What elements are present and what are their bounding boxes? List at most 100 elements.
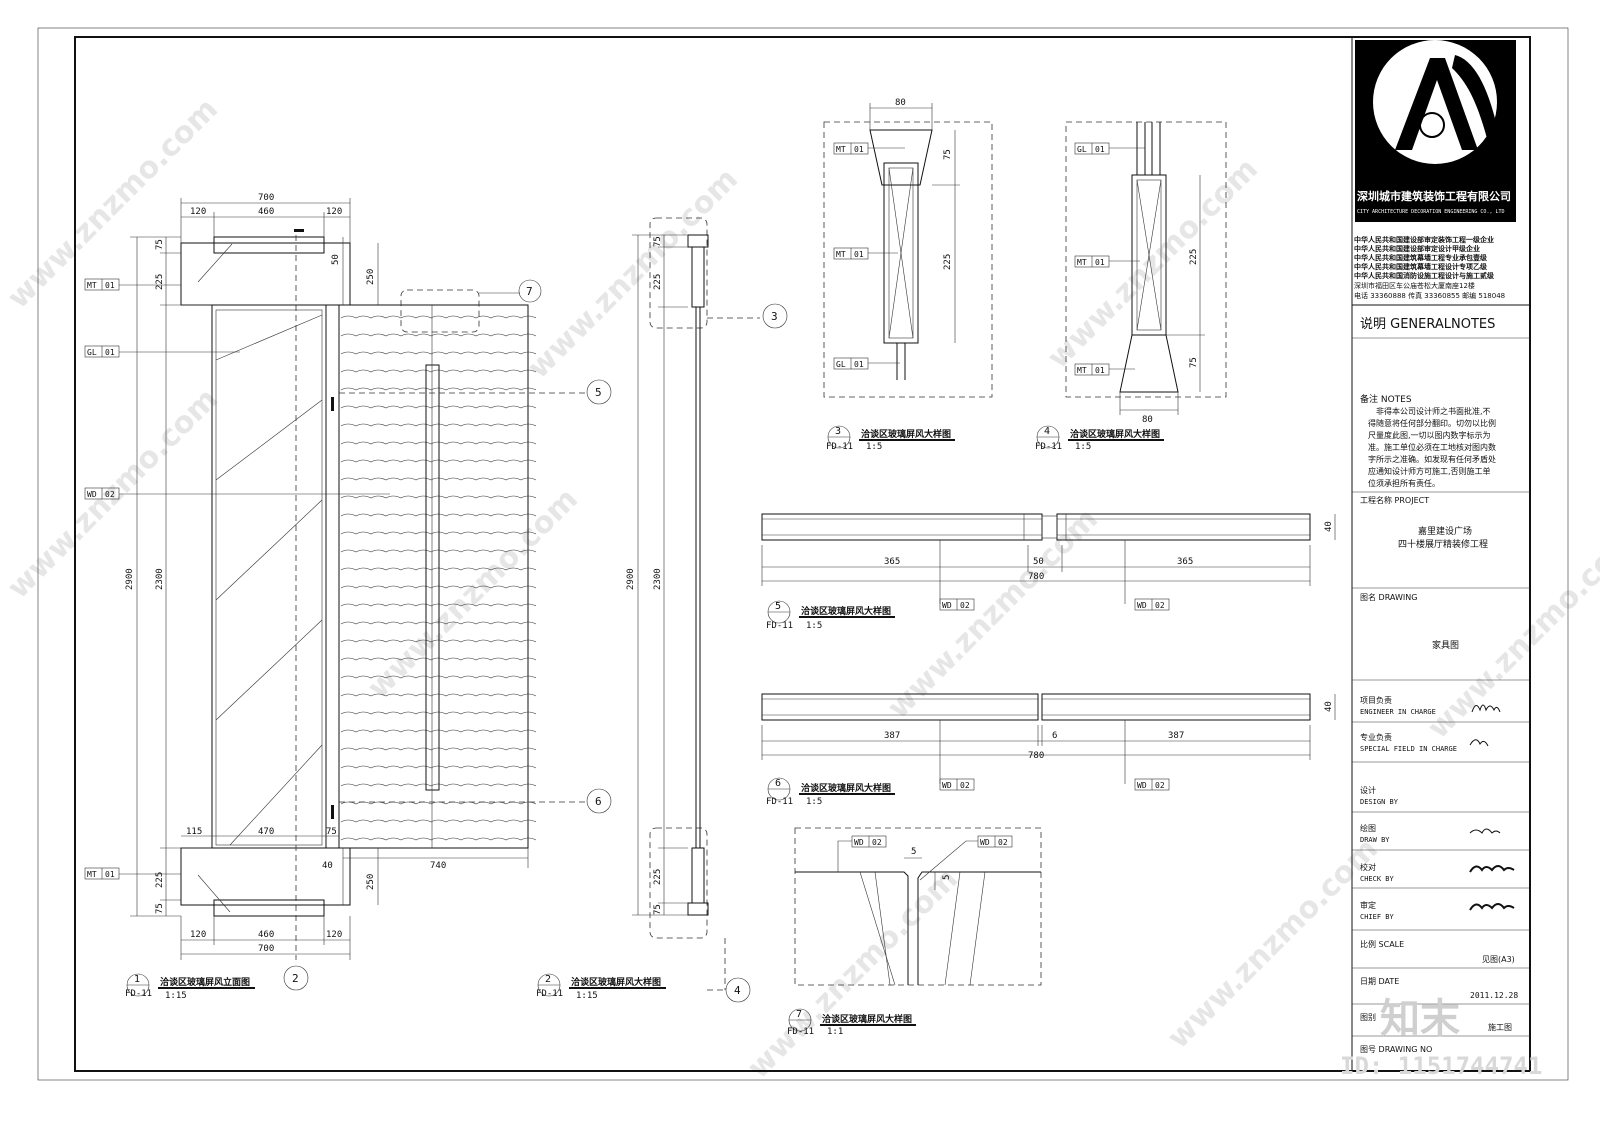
svg-text:2: 2 xyxy=(292,972,299,985)
dim-label: 365 xyxy=(1177,557,1193,567)
dim-label: 225 xyxy=(653,869,663,885)
svg-text:6: 6 xyxy=(775,778,781,789)
dim-label: 225 xyxy=(155,274,165,290)
bottom-cap xyxy=(213,899,325,917)
wood-grain-line xyxy=(340,567,537,571)
svg-text:7: 7 xyxy=(796,1009,802,1020)
svg-text:MT: MT xyxy=(1077,366,1087,375)
axis-mark xyxy=(294,229,304,232)
svg-text:FD-11: FD-11 xyxy=(826,442,853,452)
watermark-text: www.znzmo.com xyxy=(521,162,745,386)
dim-label: 6 xyxy=(1052,731,1057,741)
svg-text:设计: 设计 xyxy=(1360,785,1376,795)
svg-text:图名 DRAWING: 图名 DRAWING xyxy=(1360,592,1417,602)
callout-3 xyxy=(762,303,788,329)
svg-text:FD-11: FD-11 xyxy=(536,989,563,999)
svg-text:DRAW BY: DRAW BY xyxy=(1360,836,1390,844)
company-name: 深圳城市建筑装饰工程有限公司 xyxy=(1357,189,1511,203)
svg-text:工程名称 PROJECT: 工程名称 PROJECT xyxy=(1360,495,1429,505)
dim-label: 50 xyxy=(331,254,341,265)
wood-grain xyxy=(340,315,537,841)
svg-text:01: 01 xyxy=(1095,366,1105,375)
svg-text:1: 1 xyxy=(134,974,140,985)
dim-label: 740 xyxy=(430,861,446,871)
svg-text:4: 4 xyxy=(734,984,741,997)
svg-text:中华人民共和国消防设施工程设计与施工贰级: 中华人民共和国消防设施工程设计与施工贰级 xyxy=(1354,271,1495,280)
view-7-detail: 5 5 WD 02 WD 02 7 FD-11 1:1 洽谈区玻璃屏风大样图 xyxy=(787,827,1042,1037)
view-title-3: 3 FD-11 1:5 洽谈区玻璃屏风大样图 xyxy=(826,425,955,452)
svg-text:2: 2 xyxy=(545,974,551,985)
dims-view-2: 2900 2300 75 225 225 75 xyxy=(626,234,688,916)
dim-label: 460 xyxy=(258,207,274,217)
notes-header: 说明 GENERALNOTES xyxy=(1360,317,1495,332)
tag-gl: GL 01 xyxy=(84,345,240,358)
dim-label: 75 xyxy=(1189,357,1199,368)
svg-text:WD: WD xyxy=(854,838,864,847)
wood-grain-line xyxy=(340,729,537,733)
svg-text:MT: MT xyxy=(836,250,846,259)
dim-label: 2300 xyxy=(653,568,663,590)
section-mark xyxy=(331,397,334,411)
view-2-section: 3 4 2900 2300 75 225 225 75 2 FD-11 1:15 xyxy=(536,217,788,1003)
wood-grain-line xyxy=(340,765,537,769)
title-block: 深圳城市建筑装饰工程有限公司 CITY ARCHITECTURE DECORAT… xyxy=(1351,37,1530,1071)
watermark-text: www.znzmo.com xyxy=(741,862,965,1086)
svg-text:电话 33360888 传真 33360855 邮编 5: 电话 33360888 传真 33360855 邮编 518048 xyxy=(1354,291,1505,300)
dim-label: 387 xyxy=(884,731,900,741)
svg-text:CHIEF BY: CHIEF BY xyxy=(1360,913,1395,921)
svg-text:绘图: 绘图 xyxy=(1360,823,1376,833)
svg-text:洽谈区玻璃屏风大样图: 洽谈区玻璃屏风大样图 xyxy=(1070,428,1160,440)
view-title-1: 1 FD-11 1:15 洽谈区玻璃屏风立面图 xyxy=(125,973,255,1001)
dim-label: 75 xyxy=(653,904,663,915)
signature xyxy=(1469,903,1515,911)
view-title-7: 7 FD-11 1:1 洽谈区玻璃屏风大样图 xyxy=(787,1008,916,1037)
signature xyxy=(1471,704,1501,713)
inner-border xyxy=(74,36,1531,1072)
watermark-text: www.znzmo.com xyxy=(1161,832,1385,1056)
view-title-5: 5 FD-11 1:5 洽谈区玻璃屏风大样图 xyxy=(766,600,895,631)
wood-grain-line xyxy=(340,531,537,535)
wood-panel xyxy=(338,304,529,849)
wood-grain-line xyxy=(340,621,537,625)
svg-text:MT: MT xyxy=(87,870,97,879)
dim-label: 40 xyxy=(322,861,333,871)
dim-label: 225 xyxy=(155,872,165,888)
svg-text:5: 5 xyxy=(595,386,602,399)
dim-label: 5 xyxy=(911,847,916,857)
svg-text:洽谈区玻璃屏风立面图: 洽谈区玻璃屏风立面图 xyxy=(160,976,250,988)
svg-text:SPECIAL FIELD IN CHARGE: SPECIAL FIELD IN CHARGE xyxy=(1360,745,1457,753)
svg-text:字所示之准确。如发现有任何矛盾处: 字所示之准确。如发现有任何矛盾处 xyxy=(1368,454,1496,464)
svg-text:02: 02 xyxy=(872,838,882,847)
svg-text:01: 01 xyxy=(854,360,864,369)
view-title-4: 4 FD-11 1:5 洽谈区玻璃屏风大样图 xyxy=(1035,425,1164,452)
svg-text:备注 NOTES: 备注 NOTES xyxy=(1360,393,1412,405)
view-6-detail: 387 6 387 780 40 WD 02 WD 02 6 FD-11 1:5… xyxy=(761,693,1336,807)
dim-label: 225 xyxy=(653,274,663,290)
wood-grain-line xyxy=(340,801,537,805)
view-3-detail: 80 75 225 MT 01 MT 01 GL 01 3 FD-11 1:5 xyxy=(823,98,993,452)
view-5-detail: 365 50 365 780 40 WD 02 WD 02 5 FD-11 1:… xyxy=(761,513,1336,631)
glass-pane xyxy=(215,309,323,846)
callout-4 xyxy=(725,977,751,1003)
view-title-2: 2 FD-11 1:15 洽谈区玻璃屏风大样图 xyxy=(536,973,666,1001)
dims-top: 700 120 460 120 xyxy=(180,193,351,243)
dims-right: 50 250 250 40 740 115 470 75 xyxy=(181,237,529,905)
dim-label: 365 xyxy=(884,557,900,567)
svg-text:中华人民共和国建筑幕墙工程专业承包壹级: 中华人民共和国建筑幕墙工程专业承包壹级 xyxy=(1354,253,1488,262)
svg-text:FD-11: FD-11 xyxy=(766,797,793,807)
dim-label: 40 xyxy=(1324,701,1334,712)
dim-label: 120 xyxy=(190,207,206,217)
svg-text:4: 4 xyxy=(1044,426,1050,437)
svg-text:准。施工单位必须在工地核对图内数: 准。施工单位必须在工地核对图内数 xyxy=(1368,442,1496,452)
wood-grain-line xyxy=(340,603,537,607)
svg-text:1:5: 1:5 xyxy=(866,442,882,452)
svg-text:02: 02 xyxy=(105,490,115,499)
signature xyxy=(1469,865,1515,873)
dim-label: 80 xyxy=(895,98,906,108)
svg-text:专业负责: 专业负责 xyxy=(1360,732,1392,742)
svg-text:02: 02 xyxy=(960,781,970,790)
svg-text:得随意将任何部分翻印。切勿以比例: 得随意将任何部分翻印。切勿以比例 xyxy=(1368,418,1496,428)
dims-bottom: 120 460 120 700 xyxy=(180,916,351,960)
svg-text:见图(A3): 见图(A3) xyxy=(1482,955,1515,964)
